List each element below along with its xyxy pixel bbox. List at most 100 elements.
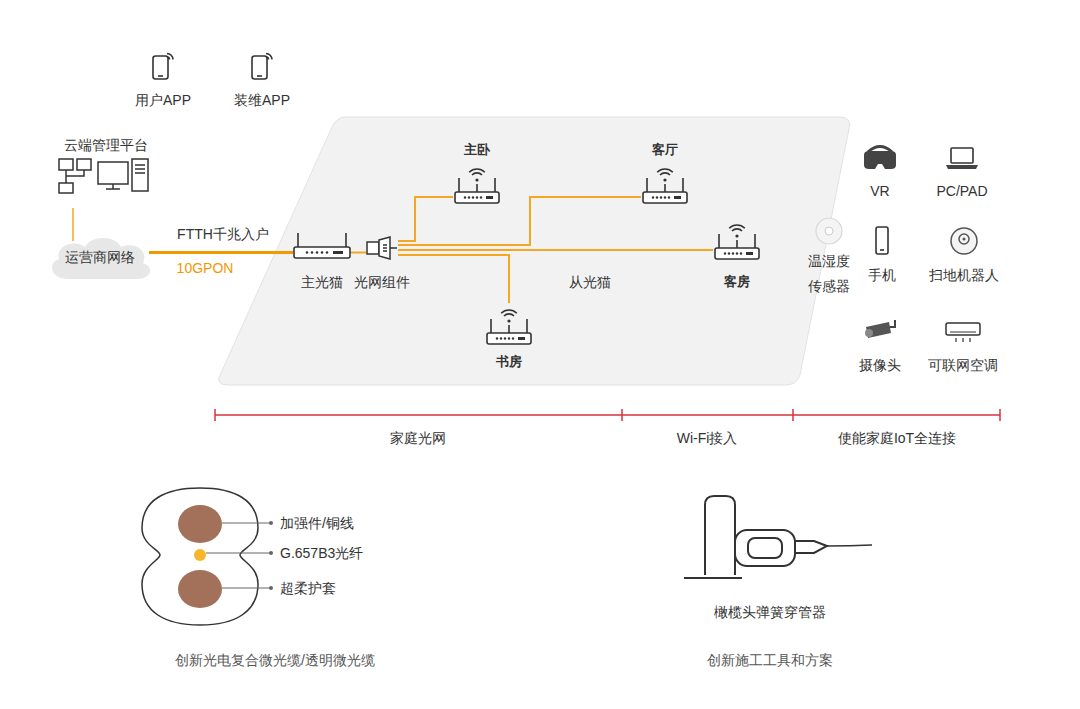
part-label: 超柔护套 <box>280 579 336 597</box>
node-label: 扫地机器人 <box>929 266 999 284</box>
node-label: 主卧 <box>464 141 490 159</box>
icon <box>641 162 689 206</box>
speed-label: 10GPON <box>177 259 234 277</box>
fiber-link <box>398 197 453 241</box>
part-label: G.657B3光纤 <box>280 544 363 562</box>
iot-device: 手机 <box>872 226 892 256</box>
scope-bracket <box>215 414 1000 416</box>
node-label: 运营商网络 <box>65 248 135 266</box>
threading-tool <box>705 496 735 575</box>
icon-use <box>946 323 980 342</box>
icon <box>485 303 533 347</box>
cable-cross-section <box>178 570 222 608</box>
icon-use <box>816 218 842 244</box>
room-router: 客厅 <box>641 162 689 206</box>
threading-tool <box>684 496 872 578</box>
room-router: 主卧 <box>453 162 501 206</box>
part-label: 加强件/铜线 <box>280 514 354 532</box>
cable-cross-section <box>178 505 222 543</box>
icon-use <box>52 238 150 279</box>
caption: 创新施工工具和方案 <box>707 651 833 669</box>
cable-cross-section <box>269 551 273 555</box>
node-label: 可联网空调 <box>928 356 998 374</box>
node-label: 装维APP <box>234 91 290 109</box>
scope-bracket <box>215 409 1000 421</box>
scope-bracket <box>215 409 1000 421</box>
node-label: PC/PAD <box>936 182 987 200</box>
tool-label: 橄榄头弹簧穿管器 <box>714 603 826 621</box>
icon-use <box>864 147 896 170</box>
icon-use <box>643 169 687 203</box>
group-label: 从光猫 <box>569 273 611 291</box>
icon-use <box>951 228 977 254</box>
node-label: 云端管理平台 <box>64 136 148 154</box>
icon <box>944 322 982 344</box>
cable-cross-section <box>142 488 258 625</box>
cable-cross-section <box>194 549 206 561</box>
icon <box>453 162 501 206</box>
node-label: 客房 <box>724 273 750 291</box>
iot-device: 摄像头 <box>862 318 898 346</box>
room-router: 书房 <box>485 303 533 347</box>
icon <box>152 50 174 80</box>
icon-use <box>367 237 397 259</box>
app-phone: 用户APP <box>152 50 174 80</box>
icon <box>860 143 900 173</box>
main-onu: 主光猫 <box>293 233 351 259</box>
icon-use <box>946 148 978 169</box>
icon <box>945 143 979 173</box>
fiber-link <box>398 197 641 245</box>
scope-label: 家庭光网 <box>390 429 446 447</box>
node-label: 手机 <box>868 266 896 284</box>
home-network-area <box>219 117 850 385</box>
icon <box>945 226 983 256</box>
icon <box>58 158 153 208</box>
icon <box>713 218 761 262</box>
cable-cross-section <box>269 521 273 590</box>
iot-device: PC/PAD <box>945 143 979 173</box>
threading-tool <box>684 577 742 579</box>
icon <box>251 50 273 80</box>
link-label: FTTH千兆入户 <box>177 225 269 243</box>
icon-use <box>715 225 759 259</box>
icon <box>366 236 398 260</box>
node-label: 客厅 <box>652 141 678 159</box>
cable-cross-section <box>206 523 270 588</box>
fiber-link <box>149 251 293 254</box>
iot-device: 扫地机器人 <box>945 226 983 256</box>
fiber-link <box>351 252 366 254</box>
room-router: 客房 <box>713 218 761 262</box>
threading-tool <box>795 541 827 553</box>
scope-label: 使能家庭IoT全连接 <box>838 429 956 447</box>
cable-cross-section <box>269 586 273 590</box>
cable-cross-section <box>142 488 273 625</box>
caption: 创新光电复合微光缆/透明微光缆 <box>175 651 375 669</box>
fiber-link <box>72 208 74 241</box>
icon <box>812 216 846 246</box>
iot-device: 温湿度 传感器 <box>812 216 846 246</box>
icon-use <box>252 54 272 80</box>
fiber-link <box>398 255 509 303</box>
iot-device: VR <box>860 143 900 173</box>
node-label: 主光猫 <box>301 273 343 291</box>
icon-use <box>153 54 173 80</box>
icon <box>872 226 892 256</box>
threading-tool <box>827 545 872 546</box>
optical-component: 光网组件 <box>366 236 398 260</box>
cloud-platform: 云端管理平台 <box>58 158 153 208</box>
fiber-link <box>398 249 713 251</box>
node-label: 温湿度 传感器 <box>806 249 852 299</box>
icon <box>293 233 351 259</box>
operator-cloud: 运营商网络 <box>45 233 155 281</box>
threading-tool <box>735 530 795 566</box>
icon <box>862 318 898 346</box>
icon-use <box>294 233 350 258</box>
icon-use <box>865 320 895 338</box>
icon-use <box>876 227 888 254</box>
node-label: 光网组件 <box>354 273 410 291</box>
app-phone: 装维APP <box>251 50 273 80</box>
node-label: VR <box>870 182 889 200</box>
icon-use <box>487 310 531 344</box>
node-label: 摄像头 <box>859 356 901 374</box>
